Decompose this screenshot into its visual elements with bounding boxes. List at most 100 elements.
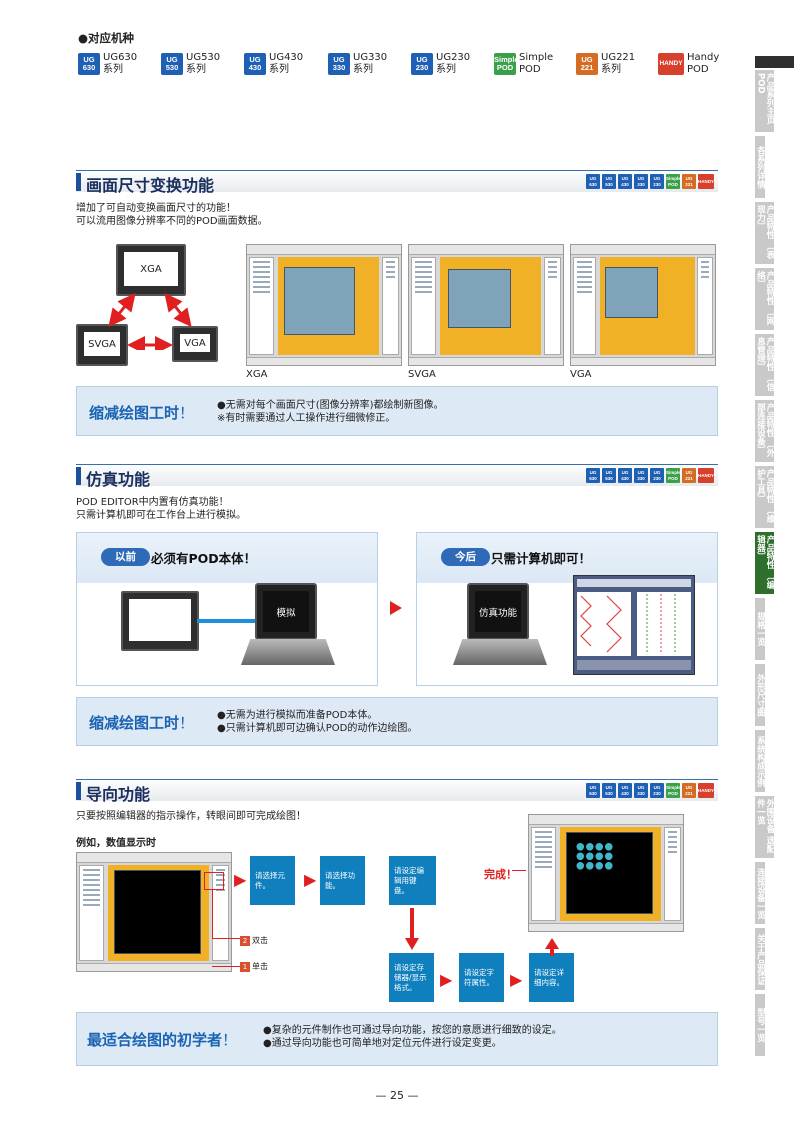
benefit-line: ●复杂的元件制作也可通过导向功能，按您的意愿进行细致的设定。	[263, 1025, 562, 1036]
side-nav-item[interactable]: 产品特性 〔编辑器〕	[755, 532, 774, 594]
side-nav-item[interactable]: 系统构成示例	[755, 730, 765, 792]
benefit-mark-resize: ！	[179, 404, 195, 422]
benefit-title-resize-text: 缩减绘图工时	[89, 404, 180, 422]
highlight-box	[204, 872, 224, 890]
wizard-example: 例如，数值显示时	[76, 838, 156, 849]
side-nav-item[interactable]: 产品系列主页 POD	[755, 70, 774, 132]
side-nav-item[interactable]: 产品特性 〔网络〕	[755, 268, 774, 330]
side-nav-item[interactable]: 外形尺寸图	[755, 664, 765, 726]
side-nav-item[interactable]: 型号一览	[755, 994, 765, 1056]
benefit-mark-simulation: ！	[179, 714, 195, 732]
wizard-step-5: 请设定字符属性。	[459, 953, 504, 1002]
benefit-lines-resize: ●无需对每个画面尺寸(图像分辨率)都绘制新图像。 ※有时需要通过人工操作进行细微…	[217, 399, 444, 425]
done-pointer	[512, 870, 526, 871]
side-nav-item[interactable]: 关于产品保证	[755, 928, 765, 990]
benefit-box-resize: 缩减绘图工时！ ●无需对每个画面尺寸(图像分辨率)都绘制新图像。 ※有时需要通过…	[76, 386, 718, 436]
wizard-step-1: 请选择元件。	[250, 856, 295, 905]
simulation-desc-1: POD EDITOR中内置有仿真功能！	[76, 497, 229, 508]
simulator-screenshot	[573, 575, 695, 675]
side-nav-item[interactable]: 产品特性 〔外部连接设备〕	[755, 400, 774, 462]
wizard-step-2: 请选择功能。	[320, 856, 365, 905]
wizard-desc: 只要按照编辑器的指示操作，转眼间即可完成绘图！	[76, 811, 306, 822]
section-bar	[76, 173, 81, 191]
pointer-line	[212, 938, 240, 939]
flow-arrow: ▶	[304, 870, 317, 889]
benefit-box-simulation: 缩减绘图工时！ ●无需为进行模拟而准备POD本体。 ●只需计算机即可边确认POD…	[76, 697, 718, 746]
flow-arrow: ▶	[234, 870, 247, 889]
flow-arrow: ▶	[510, 970, 523, 989]
pill-after: 今后	[441, 548, 490, 566]
side-nav-item[interactable]: 规格一览	[755, 598, 765, 660]
side-nav-item[interactable]: 产品特性 〔表现力〕	[755, 202, 774, 264]
caption-vga: VGA	[570, 369, 592, 380]
side-nav-item[interactable]: 连接设备一览	[755, 862, 765, 924]
benefit-line: ●无需为进行模拟而准备POD本体。	[217, 710, 378, 721]
benefit-lines-wizard: ●复杂的元件制作也可通过导向功能，按您的意愿进行细致的设定。 ●通过导向功能也可…	[263, 1024, 562, 1050]
sim-text-before: 必须有POD本体！	[151, 551, 257, 566]
wizard-step-6: 请设定详细内容。	[529, 953, 574, 1002]
pod-device	[121, 591, 199, 651]
laptop-after: 仿真功能	[453, 583, 547, 665]
side-nav: 产品系列主页 POD 各系列详情产品特性 〔表现力〕产品特性 〔网络〕产品特性 〔…	[755, 56, 794, 1060]
annotation-number: 2	[240, 935, 250, 946]
editor-screenshot-xga	[246, 244, 402, 366]
side-nav-item[interactable]: 产品特性 〔信息管理〕	[755, 334, 774, 396]
flow-arrow-down-shaft	[410, 908, 414, 940]
sim-panel-before: 以前 必须有POD本体！ 模拟	[76, 532, 378, 686]
sim-text-after: 只需计算机即可！	[491, 551, 592, 566]
model-mini-badge: HANDY	[698, 783, 714, 798]
side-nav-item[interactable]: 外围设备 选配件一览	[755, 796, 774, 858]
flow-arrow-up	[545, 938, 559, 949]
benefit-line: ●无需对每个画面尺寸(图像分辨率)都绘制新图像。	[217, 400, 444, 411]
resize-arrows	[108, 292, 192, 350]
wizard-step-3: 请设定编辑用键盘。	[389, 856, 436, 905]
benefit-line: ●通过导向功能也可简单地对定位元件进行设定变更。	[263, 1038, 502, 1049]
wizard-step-4: 请设定存储器/显示格式。	[389, 953, 434, 1002]
benefit-title-simulation-text: 缩减绘图工时	[89, 714, 180, 732]
model-mini-badge: HANDY	[698, 468, 714, 483]
annotation-text: 单击	[252, 962, 268, 971]
wizard-editor-screenshot	[76, 852, 232, 972]
wizard-result-screenshot	[528, 814, 684, 932]
sim-panel-after: 今后 只需计算机即可！ 仿真功能	[416, 532, 718, 686]
flow-arrow-down	[405, 938, 419, 950]
benefit-box-wizard: 最适合绘图的初学者！ ●复杂的元件制作也可通过导向功能，按您的意愿进行细致的设定…	[76, 1012, 718, 1066]
section-title-wizard: 导向功能	[86, 785, 151, 804]
monitor-svga-label: SVGA	[84, 332, 120, 356]
side-nav-item[interactable]: 产品特性 〔维护工具〕	[755, 466, 774, 528]
side-nav-item[interactable]: 各系列详情	[755, 136, 765, 198]
